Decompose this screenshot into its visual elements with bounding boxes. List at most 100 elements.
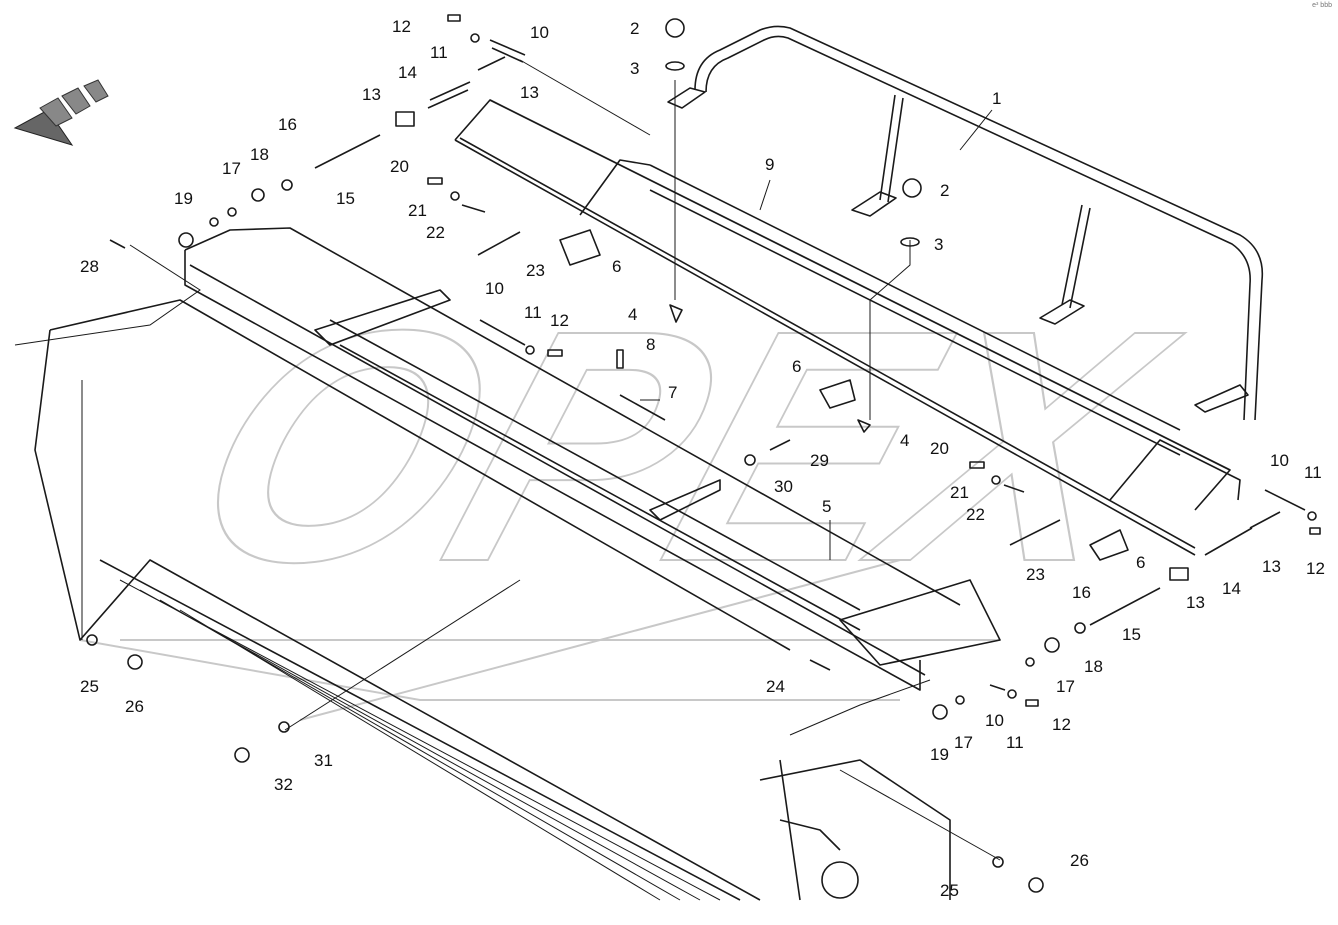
- nut-18-right: [1044, 637, 1060, 653]
- rod-7: [619, 394, 666, 421]
- callout-13-right2: 13: [1186, 593, 1205, 612]
- watermark: OPEX: [79, 260, 1210, 721]
- callout-19-top: 19: [174, 189, 193, 208]
- callout-28: 28: [80, 257, 99, 276]
- pin-12-right: [1309, 527, 1321, 535]
- washer-30: [744, 454, 756, 466]
- callout-16-top: 16: [278, 115, 297, 134]
- washer-11-bottom: [1007, 689, 1017, 699]
- lower-frame: [184, 227, 1001, 691]
- callout-15-right: 15: [1122, 625, 1141, 644]
- callout-4-right: 4: [900, 431, 909, 450]
- callout-12-top: 12: [392, 17, 411, 36]
- callout-11-bottom: 11: [1006, 733, 1024, 752]
- center-rod: [459, 137, 1196, 549]
- callout-22-right: 22: [966, 505, 985, 524]
- callout-16-right: 16: [1072, 583, 1091, 602]
- bolt-4-right: [857, 419, 871, 433]
- callout-leaders: [640, 109, 993, 560]
- washer-3-top: [665, 61, 685, 71]
- travel-direction-arrow-icon: [13, 79, 109, 146]
- spring-14-top: [427, 81, 471, 109]
- washer-25-right: [992, 856, 1004, 868]
- header-housing: [34, 299, 951, 901]
- callout-8: 8: [646, 335, 655, 354]
- callout-18-right: 18: [1084, 657, 1103, 676]
- callout-14-top: 14: [398, 63, 417, 82]
- hardware-parts: [86, 14, 1321, 893]
- rear-guard-rail: [667, 25, 1264, 421]
- callout-labels: 1 2 2 3 3 4 4 5 6 6 6 7 8 9 10 10 10 10 …: [80, 17, 1325, 900]
- callout-17-right: 17: [1056, 677, 1075, 696]
- callout-2-right: 2: [940, 181, 949, 200]
- nut-19-top: [178, 232, 194, 248]
- callout-14-right: 14: [1222, 579, 1241, 598]
- callout-4-top: 4: [628, 305, 637, 324]
- washer-11-right: [1307, 511, 1317, 521]
- washer-16-right: [1074, 622, 1086, 634]
- pin-12-bottom: [1025, 699, 1039, 707]
- callout-1: 1: [992, 89, 1001, 108]
- callout-6-right: 6: [1136, 553, 1145, 572]
- callout-2-top: 2: [630, 19, 639, 38]
- bolt-24: [809, 659, 831, 671]
- callout-18-top: 18: [250, 145, 269, 164]
- bolt-4-top: [669, 304, 683, 323]
- bracket-6-top: [559, 229, 601, 266]
- washer-17a: [227, 207, 237, 217]
- washer-16-top: [281, 179, 293, 191]
- watermark-text: OPEX: [155, 261, 1209, 630]
- callout-11-top: 11: [430, 43, 448, 62]
- callout-3-top: 3: [630, 59, 639, 78]
- sleeve-23-right: [1009, 519, 1061, 546]
- callout-26-left: 26: [125, 697, 144, 716]
- bolt-28: [109, 239, 126, 249]
- callout-21-top: 21: [408, 201, 427, 220]
- callout-7: 7: [668, 383, 677, 402]
- washer-3-right: [900, 237, 920, 247]
- washer-25-left: [86, 634, 98, 646]
- sleeve-23-top: [477, 231, 521, 256]
- callout-11-right: 11: [1304, 463, 1322, 482]
- callout-25-left: 25: [80, 677, 99, 696]
- callout-12-bottom: 12: [1052, 715, 1071, 734]
- callout-5: 5: [822, 497, 831, 516]
- callout-26-right: 26: [1070, 851, 1089, 870]
- callout-29: 29: [810, 451, 829, 470]
- washer-21-right: [991, 475, 1001, 485]
- sleeve-13-top: [477, 56, 506, 71]
- callout-15-top: 15: [336, 189, 355, 208]
- sleeve-13-right2: [1169, 567, 1189, 581]
- pin-10-top: [489, 39, 526, 63]
- callout-12-mid: 12: [550, 311, 569, 330]
- pin-20-right: [969, 461, 985, 469]
- callout-3-right: 3: [934, 235, 943, 254]
- sleeve-13-left: [395, 111, 415, 127]
- callout-11-mid: 11: [524, 303, 542, 322]
- callout-6-top: 6: [612, 257, 621, 276]
- washer-31: [278, 721, 290, 733]
- callout-21-right: 21: [950, 483, 969, 502]
- bolt-29: [769, 439, 791, 451]
- callout-32: 32: [274, 775, 293, 794]
- callout-19-bottom: 19: [930, 745, 949, 764]
- rod-15-top: [314, 134, 381, 169]
- pin-20-top: [427, 177, 443, 185]
- callout-20-top: 20: [390, 157, 409, 176]
- callout-17-bottom: 17: [954, 733, 973, 752]
- callout-9: 9: [765, 155, 774, 174]
- callout-23-right: 23: [1026, 565, 1045, 584]
- pin-22-right: [1003, 484, 1025, 493]
- nut-2-right: [902, 178, 922, 198]
- callout-6-mid: 6: [792, 357, 801, 376]
- washer-17-right: [1025, 657, 1035, 667]
- leader-lines: [14, 59, 1001, 861]
- nut-26-right: [1028, 877, 1044, 893]
- spring-14-right: [1204, 527, 1253, 556]
- callout-10-mid: 10: [485, 279, 504, 298]
- pin-22-top: [461, 204, 486, 213]
- pin-12-top: [447, 14, 461, 22]
- washer-21-top: [450, 191, 460, 201]
- callout-24: 24: [766, 677, 785, 696]
